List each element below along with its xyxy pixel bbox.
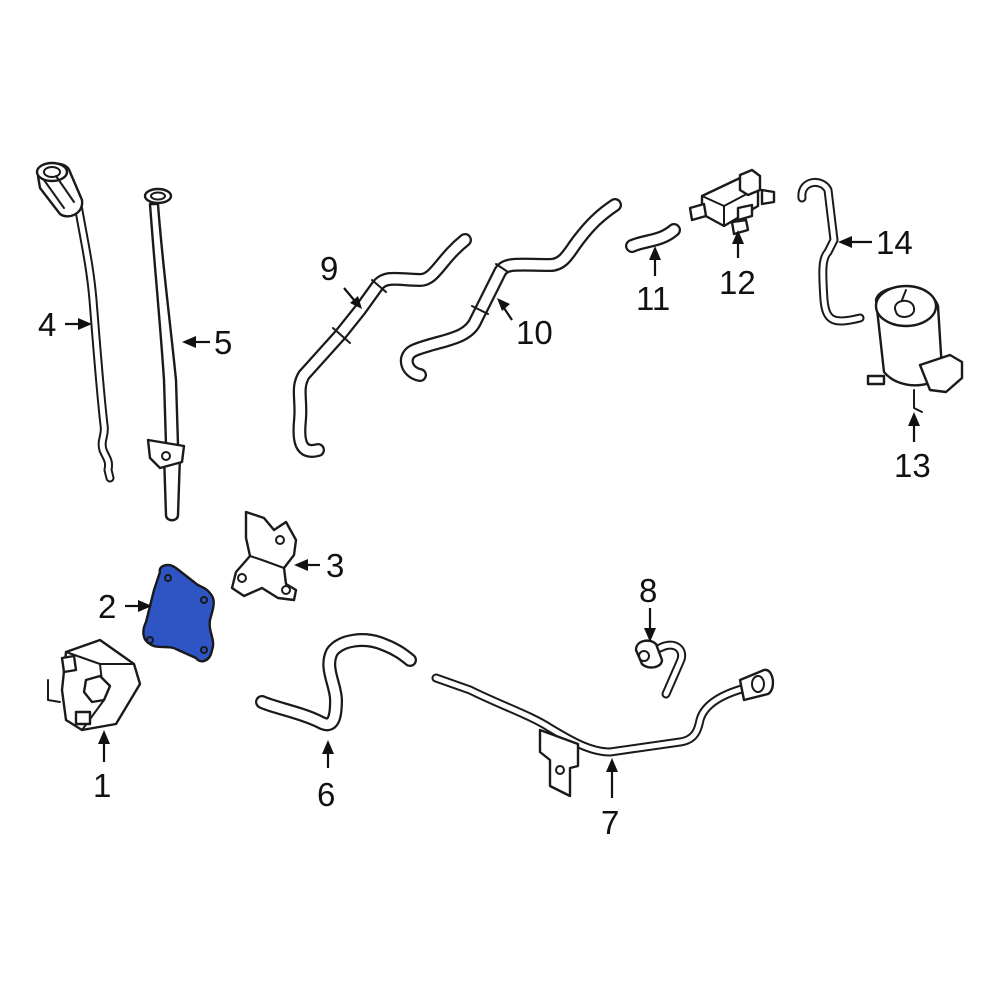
callout-3: 3 bbox=[294, 547, 344, 584]
callout-label-3: 3 bbox=[326, 547, 344, 584]
callout-label-8: 8 bbox=[639, 572, 657, 609]
callout-label-12: 12 bbox=[719, 264, 756, 301]
callout-1: 1 bbox=[93, 730, 111, 804]
part-12-purge-valve[interactable] bbox=[688, 168, 776, 236]
callout-label-13: 13 bbox=[894, 447, 931, 484]
callout-6: 6 bbox=[317, 740, 335, 813]
callout-label-7: 7 bbox=[601, 804, 619, 841]
part-8-fitting[interactable] bbox=[634, 639, 687, 699]
part-11-hose[interactable] bbox=[625, 223, 681, 253]
part-5-dipstick-tube[interactable] bbox=[143, 187, 186, 522]
callout-12: 12 bbox=[719, 230, 756, 301]
callout-label-5: 5 bbox=[214, 324, 232, 361]
callout-11: 11 bbox=[636, 246, 670, 317]
callout-13: 13 bbox=[894, 412, 931, 484]
callout-label-6: 6 bbox=[317, 776, 335, 813]
callout-7: 7 bbox=[601, 758, 619, 841]
part-7-cooler-line[interactable] bbox=[431, 668, 775, 798]
part-4-dipstick[interactable] bbox=[35, 161, 115, 483]
callout-14: 14 bbox=[838, 224, 913, 261]
callout-label-4: 4 bbox=[38, 306, 56, 343]
callout-4: 4 bbox=[38, 306, 92, 343]
callout-label-11: 11 bbox=[636, 280, 670, 317]
part-6-cooler-hose[interactable] bbox=[255, 633, 417, 732]
callout-10: 10 bbox=[497, 298, 553, 351]
part-14-vent-hose[interactable] bbox=[797, 178, 865, 326]
callout-5: 5 bbox=[182, 324, 232, 361]
part-13-canister[interactable] bbox=[866, 284, 964, 413]
callout-8: 8 bbox=[639, 572, 657, 642]
callout-label-10: 10 bbox=[516, 314, 553, 351]
callout-label-2: 2 bbox=[98, 588, 116, 625]
callout-label-14: 14 bbox=[876, 224, 913, 261]
callout-9: 9 bbox=[320, 250, 362, 309]
callout-label-1: 1 bbox=[93, 767, 111, 804]
part-10-hose[interactable] bbox=[399, 198, 622, 382]
part-3-bracket[interactable] bbox=[230, 510, 298, 602]
part-1-oil-cooler[interactable] bbox=[47, 638, 142, 732]
callout-2: 2 bbox=[98, 588, 152, 625]
part-2-highlighted-plate[interactable] bbox=[142, 563, 215, 663]
callout-label-9: 9 bbox=[320, 250, 338, 287]
part-9-hose[interactable] bbox=[292, 233, 472, 458]
